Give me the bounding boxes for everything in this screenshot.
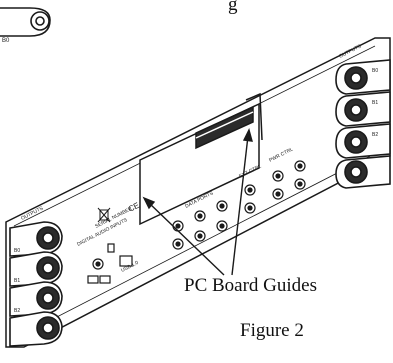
- optical-input-2: [99, 275, 111, 284]
- top-text-fragment: g: [228, 0, 238, 15]
- left-mark-2: B1: [14, 278, 20, 284]
- connector-jacks: [87, 160, 306, 284]
- top-left-terminal-label: B0: [2, 38, 10, 44]
- callout-arrowhead-right: [242, 128, 253, 142]
- rca-small: [107, 243, 115, 253]
- callout-arrow-left: [147, 201, 225, 276]
- right-speaker-terminals: [335, 59, 391, 189]
- right-mark-2: B1: [372, 100, 378, 106]
- left-mark-1: B0: [14, 248, 20, 254]
- left-mark-3: B2: [14, 308, 20, 314]
- optical-input-1: [87, 275, 99, 284]
- usb-port: [119, 255, 133, 267]
- right-terminal-4: [335, 155, 391, 189]
- pc-board-slot: [139, 92, 263, 226]
- pc-board-guides-callout: PC Board Guides: [184, 275, 317, 296]
- right-terminal-3: [335, 123, 391, 159]
- callout-arrow-right: [231, 135, 249, 276]
- left-terminal-2: [9, 251, 63, 287]
- callout-arrowhead-left: [142, 196, 156, 210]
- right-mark-3: B2: [372, 132, 378, 138]
- right-mark-1: B0: [372, 68, 378, 74]
- left-terminal-3: [9, 281, 63, 317]
- left-speaker-terminals: [9, 221, 63, 347]
- right-terminal-1: [335, 59, 391, 95]
- callout-arrows: [142, 128, 253, 276]
- left-terminal-4: [9, 311, 63, 347]
- right-terminal-2: [335, 91, 391, 127]
- weee-symbol: [97, 207, 111, 223]
- figure-caption: Figure 2: [240, 320, 304, 341]
- top-left-terminal: B0: [0, 7, 51, 44]
